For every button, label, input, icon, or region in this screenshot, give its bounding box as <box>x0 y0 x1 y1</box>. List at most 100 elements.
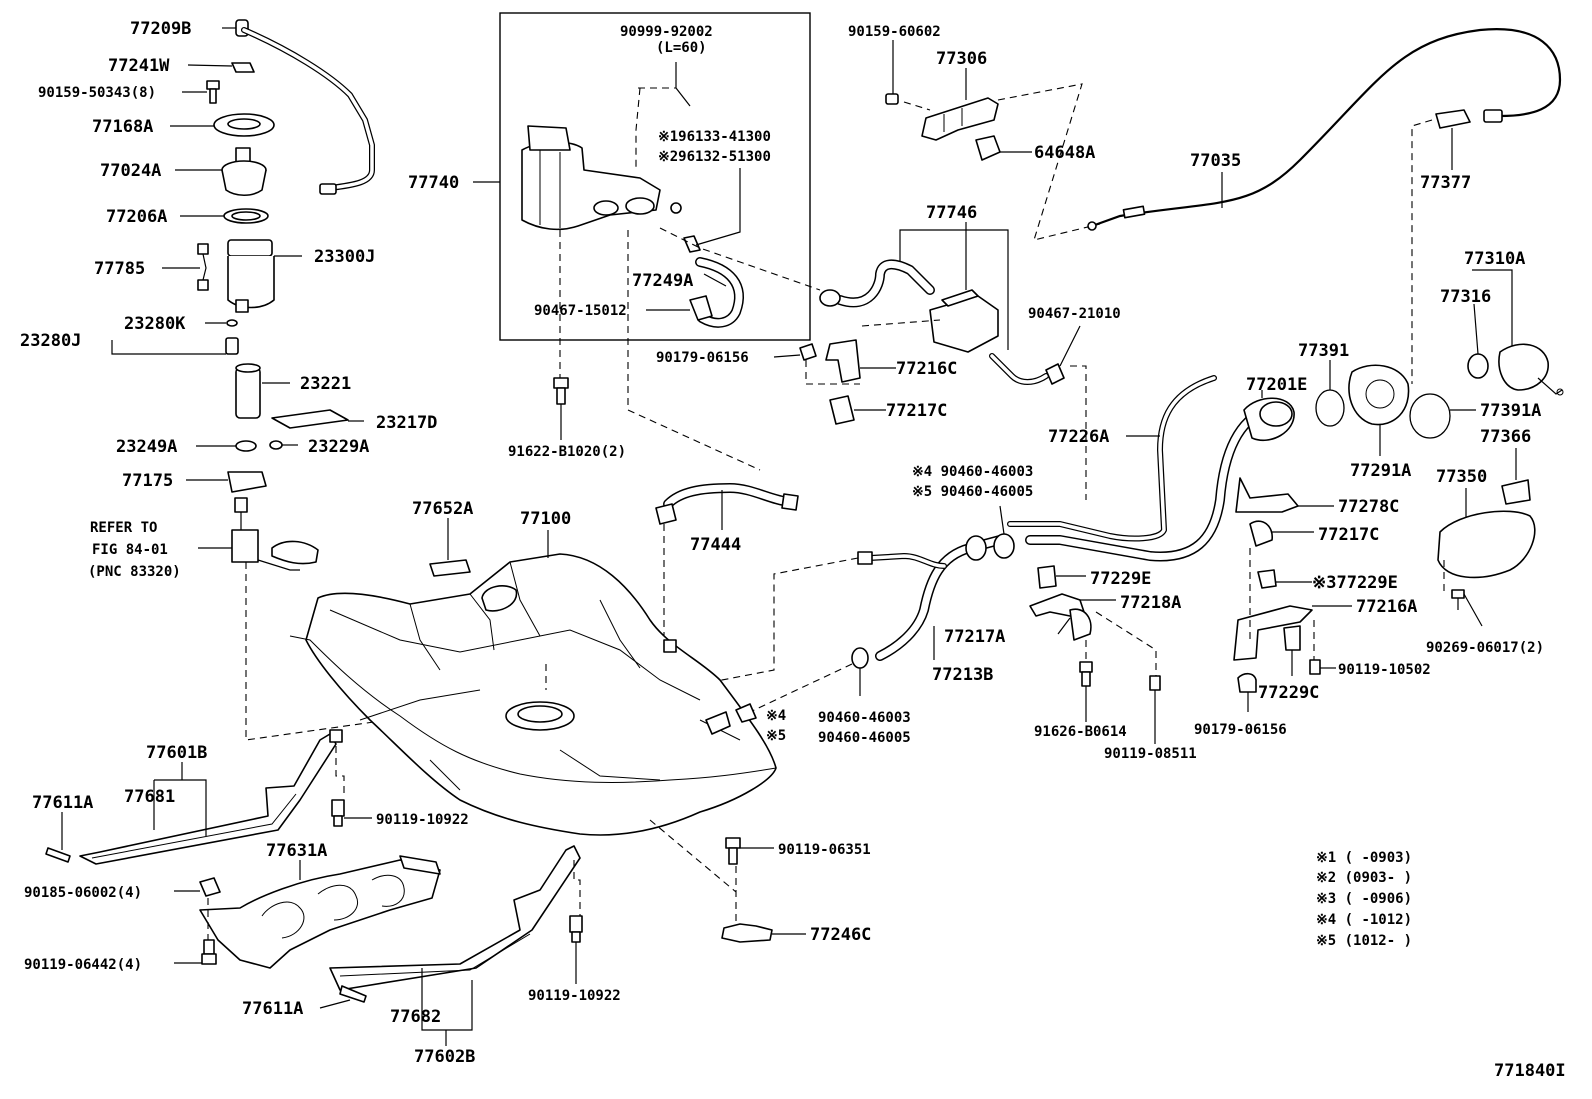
label-77611A-lower: 77611A <box>242 999 303 1019</box>
label-91626-B0614: 91626-B0614 <box>1034 724 1127 740</box>
label-90999-length: (L=60) <box>656 40 707 56</box>
label-196133-41300: ※196133-41300 <box>658 129 771 145</box>
label-90467-15012: 90467-15012 <box>534 303 627 319</box>
footnote-4: ※4 ( -1012) <box>1316 912 1412 928</box>
label-90119-06442: 90119-06442(4) <box>24 957 142 973</box>
label-77291A: 77291A <box>1350 461 1411 481</box>
label-77213B: 77213B <box>932 665 993 685</box>
fuel-tank-77100 <box>289 530 777 893</box>
label-77206A: 77206A <box>106 207 167 227</box>
refer-note-line-3: (PNC 83320) <box>88 564 181 580</box>
tank-bands <box>45 729 583 1046</box>
label-77366: 77366 <box>1480 427 1531 447</box>
label-77681: 77681 <box>124 787 175 807</box>
label-77602B: 77602B <box>414 1047 475 1067</box>
label-77229E-a: 77229E <box>1090 569 1151 589</box>
label-77391A: 77391A <box>1480 401 1541 421</box>
label-77217C-upper: 77217C <box>886 401 947 421</box>
label-90159-60602: 90159-60602 <box>848 24 941 40</box>
label-77391: 77391 <box>1298 341 1349 361</box>
label-77024A: 77024A <box>100 161 161 181</box>
label-77377: 77377 <box>1420 173 1471 193</box>
part-labels: 77209B 77241W 90159-50343(8) 77168A 7702… <box>20 19 1566 1081</box>
label-77226A: 77226A <box>1048 427 1109 447</box>
label-77631A: 77631A <box>266 841 327 861</box>
bracket-77246C <box>721 837 806 943</box>
label-77168A: 77168A <box>92 117 153 137</box>
label-23217D: 23217D <box>376 413 437 433</box>
label-77306: 77306 <box>936 49 987 69</box>
footnote-2: ※2 (0903- ) <box>1316 870 1412 886</box>
label-23280J: 23280J <box>20 331 81 351</box>
label-77216A: 77216A <box>1356 597 1417 617</box>
fuel-cap-assembly <box>1315 269 1564 627</box>
label-77035: 77035 <box>1190 151 1241 171</box>
footnote-5: ※5 (1012- ) <box>1316 933 1412 949</box>
label-77229C: 77229C <box>1258 683 1319 703</box>
label-77611A-upper: 77611A <box>32 793 93 813</box>
label-77201E: 77201E <box>1246 375 1307 395</box>
label-77278C: 77278C <box>1338 497 1399 517</box>
label-77601B: 77601B <box>146 743 207 763</box>
hose-77444 <box>655 483 799 640</box>
label-77316: 77316 <box>1440 287 1491 307</box>
label-77652A: 77652A <box>412 499 473 519</box>
label-77746: 77746 <box>926 203 977 223</box>
refer-note-line-2: FIG 84-01 <box>92 542 168 558</box>
label-23229A: 23229A <box>308 437 369 457</box>
label-90119-08511: 90119-08511 <box>1104 746 1197 762</box>
label-77249A: 77249A <box>632 271 693 291</box>
bolt-91622 <box>553 377 569 440</box>
label-s5: ※5 <box>766 728 786 744</box>
label-23249A: 23249A <box>116 437 177 457</box>
label-77246C: 77246C <box>810 925 871 945</box>
label-90179-06156-upper: 90179-06156 <box>656 350 749 366</box>
label-90119-10502: 90119-10502 <box>1338 662 1431 678</box>
label-90185-06002: 90185-06002(4) <box>24 885 142 901</box>
label-77740: 77740 <box>408 173 459 193</box>
label-77241W: 77241W <box>108 56 170 76</box>
label-77785: 77785 <box>94 259 145 279</box>
label-23280K: 23280K <box>124 314 186 334</box>
filler-pipe-77201E <box>1007 375 1352 712</box>
opener-cable-77035 <box>1087 28 1562 384</box>
footnote-3: ※3 ( -0906) <box>1316 891 1412 907</box>
label-23221: 23221 <box>300 374 351 394</box>
label-77175: 77175 <box>122 471 173 491</box>
label-s4-90460-46003: ※4 90460-46003 <box>912 464 1033 480</box>
label-s4: ※4 <box>766 708 786 724</box>
label-90460-46005: 90460-46005 <box>818 730 911 746</box>
label-77682: 77682 <box>390 1007 441 1027</box>
label-77229E-b: ※377229E <box>1312 573 1398 593</box>
label-90269-06017: 90269-06017(2) <box>1426 640 1544 656</box>
vent-valve-77746 <box>773 222 1087 500</box>
label-91622-B1020: 91622-B1020(2) <box>508 444 626 460</box>
label-296132-51300: ※296132-51300 <box>658 149 771 165</box>
label-77217A: 77217A <box>944 627 1005 647</box>
label-77310A: 77310A <box>1464 249 1525 269</box>
filler-hose-77213B <box>669 505 1161 744</box>
label-s5-90460-46005: ※5 90460-46005 <box>912 484 1033 500</box>
label-64648A: 64648A <box>1034 143 1095 163</box>
canister-group-box <box>499 12 811 341</box>
label-77209B: 77209B <box>130 19 191 39</box>
label-90119-10922-upper: 90119-10922 <box>376 812 469 828</box>
label-77216C: 77216C <box>896 359 957 379</box>
pad-77652A <box>429 559 471 577</box>
left-leaders <box>111 27 531 741</box>
label-23300J: 23300J <box>314 247 375 267</box>
label-77100: 77100 <box>520 509 571 529</box>
footnote-1: ※1 ( -0903) <box>1316 850 1412 866</box>
label-90179-06156-lower: 90179-06156 <box>1194 722 1287 738</box>
label-90159-50343: 90159-50343(8) <box>38 85 156 101</box>
protector-77306 <box>885 40 1101 241</box>
label-90119-06351: 90119-06351 <box>778 842 871 858</box>
canister <box>521 62 821 471</box>
label-90119-10922-lower: 90119-10922 <box>528 988 621 1004</box>
label-90467-21010: 90467-21010 <box>1028 306 1121 322</box>
label-77444: 77444 <box>690 535 741 555</box>
label-90999-92002: 90999-92002 <box>620 24 713 40</box>
diagram-ref-number: 771840I <box>1494 1061 1566 1081</box>
fuel-pump-assembly <box>197 19 375 571</box>
